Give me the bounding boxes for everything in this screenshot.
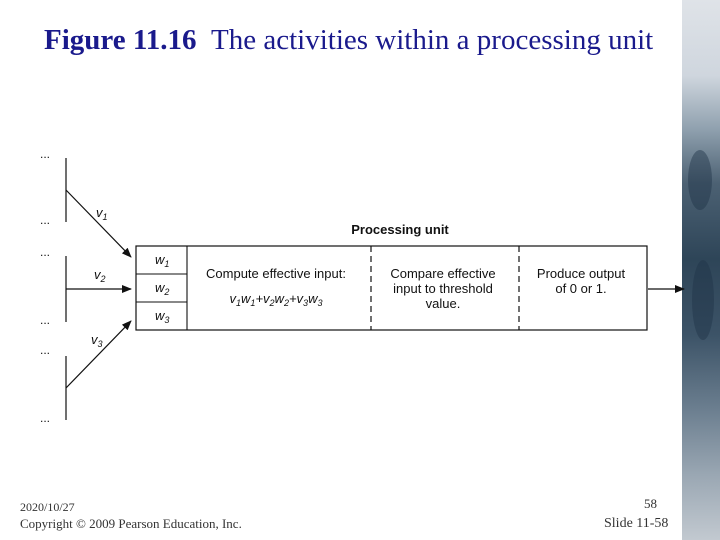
processing-unit-label: Processing unit xyxy=(351,222,449,237)
footer-slide-number: Slide 11-58 xyxy=(604,516,669,531)
input-arrow-1 xyxy=(65,189,132,258)
ellipsis-mark: ... xyxy=(40,313,50,327)
weight-label-w3: w3 xyxy=(155,308,169,325)
weight-label-w2: w2 xyxy=(155,280,169,297)
input-arrows xyxy=(65,189,685,389)
weight-labels: w1 w2 w3 xyxy=(155,252,169,325)
input-labels: v1 v2 v3 xyxy=(91,205,108,349)
processing-unit-box xyxy=(135,245,648,331)
figure-number: Figure 11.16 xyxy=(44,24,197,56)
compute-formula: v1w1+v2w2+v3w3 xyxy=(230,291,323,308)
decorative-side-strip xyxy=(682,0,720,540)
produce-stage-line1: Produce output xyxy=(537,266,626,281)
stage-texts: Compute effective input: v1w1+v2w2+v3w3 … xyxy=(206,266,625,311)
compare-stage-line2: input to threshold xyxy=(393,281,493,296)
input-label-v1: v1 xyxy=(96,205,108,222)
produce-stage-line2: of 0 or 1. xyxy=(555,281,606,296)
footer-page-number: 58 xyxy=(644,496,657,511)
ellipsis-mark: ... xyxy=(40,411,50,425)
input-arrow-3 xyxy=(65,320,132,389)
ellipsis-mark: ... xyxy=(40,343,50,357)
input-source-markers: ... ... ... ... ... ... xyxy=(40,147,50,425)
ellipsis-mark: ... xyxy=(40,147,50,161)
weight-label-w1: w1 xyxy=(155,252,169,269)
slide-title: Figure 11.16 The activities within a pro… xyxy=(44,22,674,58)
compare-stage-line1: Compare effective xyxy=(390,266,495,281)
compare-stage-line3: value. xyxy=(426,296,461,311)
stage-dividers xyxy=(370,246,520,330)
figure-caption: The activities within a processing unit xyxy=(211,24,654,56)
compute-stage-text: Compute effective input: xyxy=(206,266,346,281)
strip-tree-shape xyxy=(692,260,714,340)
footer-date: 2020/10/27 xyxy=(20,500,75,514)
weight-column xyxy=(136,246,188,330)
footer-copyright: Copyright © 2009 Pearson Education, Inc. xyxy=(20,516,242,531)
input-label-v3: v3 xyxy=(91,332,103,349)
strip-tree-shape xyxy=(688,150,712,210)
input-label-v2: v2 xyxy=(94,267,106,284)
ellipsis-mark: ... xyxy=(40,213,50,227)
ellipsis-mark: ... xyxy=(40,245,50,259)
